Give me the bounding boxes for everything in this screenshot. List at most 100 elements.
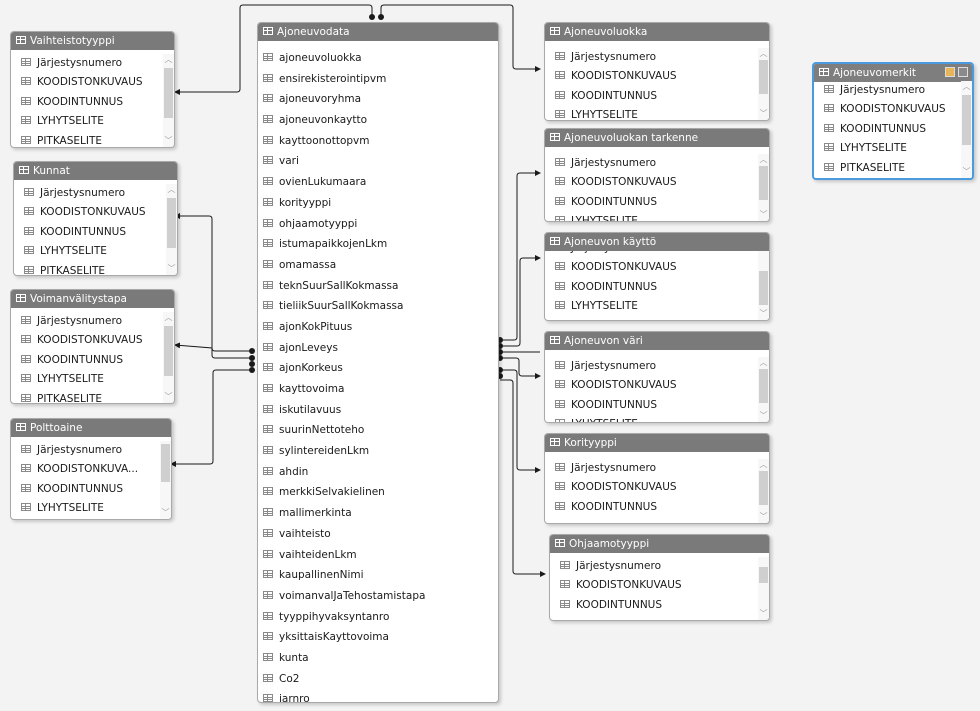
field-row[interactable]: vari xyxy=(263,151,498,172)
field-row[interactable]: suurinNettoteho xyxy=(263,420,498,441)
field-row[interactable]: LYHYTSELITE xyxy=(24,242,177,261)
field-row[interactable]: vaihteisto xyxy=(263,524,498,545)
field-row[interactable]: Järjestysnumero xyxy=(21,441,171,460)
field-row[interactable]: ajoneuvoryhma xyxy=(263,89,498,110)
field-row[interactable]: KOODINTUNNUS xyxy=(560,596,769,615)
scroll-up-icon[interactable]: ︿ xyxy=(759,49,768,58)
scroll-down-icon[interactable]: ﹀ xyxy=(759,109,768,118)
scroll-down-icon[interactable]: ﹀ xyxy=(164,136,173,145)
restore-icon[interactable] xyxy=(958,67,968,77)
scrollbar[interactable]: ﹀ xyxy=(758,557,769,620)
field-row[interactable]: LYHYTSELITE xyxy=(21,112,174,131)
scroll-down-icon[interactable]: ﹀ xyxy=(759,512,768,521)
table-header[interactable]: Ajoneuvoluokan tarkenne xyxy=(545,129,769,147)
scroll-up-icon[interactable] xyxy=(758,251,769,263)
field-row[interactable]: Järjestysnumero xyxy=(555,154,769,173)
field-row[interactable]: kaupallinenNimi xyxy=(263,565,498,586)
scroll-up-icon[interactable]: ︿ xyxy=(759,358,768,367)
field-row[interactable]: voimanvalJaTehostamistapa xyxy=(263,586,498,607)
field-row[interactable]: KOODINTUNNUS xyxy=(555,396,769,415)
scrollbar[interactable]: ︿﹀ xyxy=(961,81,972,178)
field-row[interactable]: KOODINTUNNUS xyxy=(824,120,972,139)
field-row[interactable]: KOODINTUNNUS xyxy=(21,480,171,499)
table-ajoneuvon-kaytto[interactable]: Ajoneuvon käyttö JärjestysnumeroKOODISTO… xyxy=(544,232,770,321)
field-row[interactable]: kunta xyxy=(263,648,498,669)
scroll-up-icon[interactable]: ︿ xyxy=(962,82,971,91)
field-row[interactable]: ohjaamotyyppi xyxy=(263,214,498,235)
table-header[interactable]: Ajoneuvodata xyxy=(258,23,498,41)
scroll-up-icon[interactable]: ︿ xyxy=(759,460,768,469)
scroll-up-icon[interactable]: ︿ xyxy=(167,185,176,194)
field-row[interactable]: LYHYTSELITE xyxy=(21,370,174,389)
scrollbar[interactable]: ︿﹀ xyxy=(758,357,769,422)
field-row[interactable]: KOODISTONKUVAUS xyxy=(824,100,972,119)
scrollbar[interactable]: ︿﹀ xyxy=(758,459,769,523)
field-row[interactable]: ovienLukumaara xyxy=(263,172,498,193)
field-row[interactable]: KOODISTONKUVAUS xyxy=(555,258,769,277)
field-row[interactable]: KOODISTONKUVAUS xyxy=(555,173,769,192)
field-row[interactable]: LYHYTSELITE xyxy=(555,297,769,316)
field-row[interactable]: KOODISTONKUVAUS xyxy=(560,576,769,595)
scroll-down-icon[interactable]: ﹀ xyxy=(962,167,971,176)
field-row[interactable]: KOODINTUNNUS xyxy=(24,223,177,242)
field-row[interactable]: Järjestysnumero xyxy=(555,48,769,67)
field-row[interactable]: ensirekisterointipvm xyxy=(263,69,498,90)
field-row[interactable]: korityyppi xyxy=(263,193,498,214)
table-header[interactable]: Ajoneuvon väri xyxy=(545,332,769,350)
field-row[interactable]: PITKASELITE xyxy=(21,390,174,403)
scroll-down-icon[interactable]: ﹀ xyxy=(759,609,768,618)
field-row[interactable]: teknSuurSallKokmassa xyxy=(263,276,498,297)
field-row[interactable]: merkkiSelvakielinen xyxy=(263,482,498,503)
field-row[interactable]: Järjestysnumero xyxy=(824,81,972,100)
field-row[interactable]: LYHYTSELITE xyxy=(555,415,769,422)
field-row[interactable]: Järjestysnumero xyxy=(555,357,769,376)
field-row[interactable]: KOODISTONKUVAUS xyxy=(555,478,769,497)
scroll-down-icon[interactable]: ﹀ xyxy=(759,309,768,318)
field-row[interactable]: KOODISTONKUVA... xyxy=(21,460,171,479)
field-row[interactable]: Järjestysnumero xyxy=(555,251,769,258)
table-header[interactable]: Ajoneuvon käyttö xyxy=(545,233,769,251)
field-row[interactable]: PITKASELITE xyxy=(21,132,174,147)
table-header[interactable]: Ajoneuvoluokka xyxy=(545,23,769,41)
field-row[interactable]: ajoneuvonkaytto xyxy=(263,110,498,131)
scrollbar[interactable]: ︿﹀ xyxy=(163,312,174,403)
table-header[interactable]: Ajoneuvomerkit xyxy=(814,64,972,82)
scroll-down-icon[interactable]: ﹀ xyxy=(164,392,173,401)
field-row[interactable]: KOODINTUNNUS xyxy=(555,87,769,106)
field-row[interactable]: ajonKokPituus xyxy=(263,317,498,338)
field-row[interactable]: omamassa xyxy=(263,255,498,276)
field-row[interactable]: ahdin xyxy=(263,462,498,483)
field-row[interactable]: Järjestysnumero xyxy=(555,459,769,478)
field-row[interactable]: ajonLeveys xyxy=(263,338,498,359)
table-header[interactable]: Polttoaine xyxy=(11,419,171,437)
field-row[interactable]: istumapaikkojenLkm xyxy=(263,234,498,255)
field-row[interactable]: KOODINTUNNUS xyxy=(555,278,769,297)
field-row[interactable]: kayttovoima xyxy=(263,379,498,400)
scroll-down-icon[interactable]: ﹀ xyxy=(759,411,768,420)
field-row[interactable]: LYHYTSELITE xyxy=(555,212,769,221)
scrollbar[interactable]: ︿﹀ xyxy=(758,48,769,120)
field-row[interactable]: PITKASELITE xyxy=(24,262,177,275)
field-row[interactable]: Järjestysnumero xyxy=(21,54,174,73)
field-row[interactable]: PITKASELITE xyxy=(824,159,972,178)
field-row[interactable]: KOODINTUNNUS xyxy=(21,351,174,370)
field-row[interactable]: KOODISTONKUVAUS xyxy=(21,73,174,92)
scroll-down-icon[interactable]: ﹀ xyxy=(759,210,768,219)
scrollbar[interactable]: ︿﹀ xyxy=(758,154,769,221)
field-row[interactable]: mallimerkinta xyxy=(263,503,498,524)
field-row[interactable]: KOODISTONKUVAUS xyxy=(555,376,769,395)
field-row[interactable]: KOODINTUNNUS xyxy=(555,193,769,212)
maximize-icon[interactable] xyxy=(945,67,955,77)
field-row[interactable]: Järjestysnumero xyxy=(560,557,769,576)
table-header[interactable]: Kunnat xyxy=(14,162,177,180)
